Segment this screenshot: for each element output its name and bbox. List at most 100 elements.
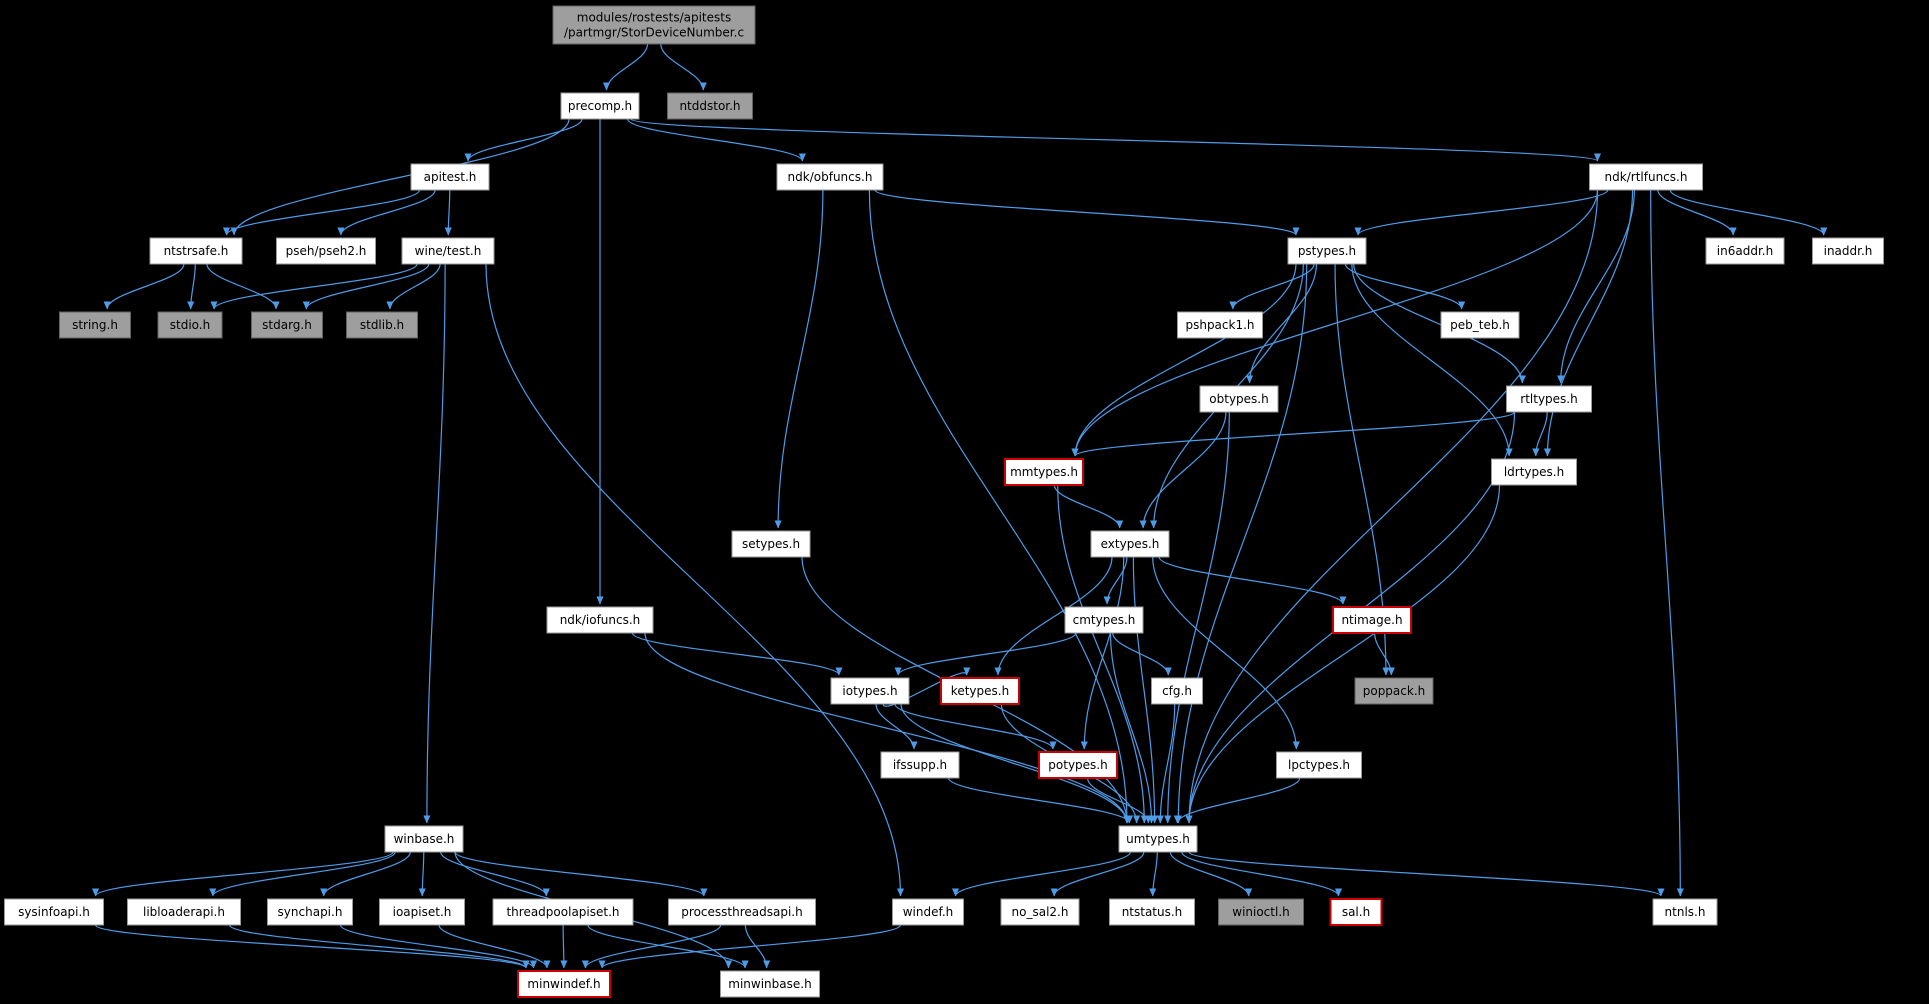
node-label: synchapi.h (278, 905, 343, 919)
node-label: apitest.h (424, 170, 477, 184)
edge-processthreadsapi_h--minwindef_h (581, 924, 722, 969)
node-label: no_sal2.h (1012, 905, 1069, 919)
edge-wine_test_h--stdlib_h (386, 263, 441, 310)
node-stdlib_h[interactable]: stdlib.h (346, 311, 418, 339)
node-root[interactable]: modules/rostests/apitests/partmgr/StorDe… (552, 5, 756, 45)
node-winioctl_h[interactable]: winioctl.h (1218, 898, 1304, 926)
node-cfg_h[interactable]: cfg.h (1151, 677, 1203, 705)
node-box (1589, 163, 1703, 191)
node-box (1064, 606, 1144, 634)
node-ldrtypes_h[interactable]: ldrtypes.h (1491, 458, 1577, 486)
node-label: wine/test.h (415, 244, 482, 258)
node-label: ioapiset.h (393, 905, 452, 919)
node-pseh_pseh2_h[interactable]: pseh/pseh2.h (276, 237, 376, 265)
node-lpctypes_h[interactable]: lpctypes.h (1276, 751, 1362, 779)
node-ntddstor_h[interactable]: ntddstor.h (667, 92, 753, 120)
node-label: winioctl.h (1232, 905, 1290, 919)
node-windef_h[interactable]: windef.h (892, 898, 964, 926)
node-stdarg_h[interactable]: stdarg.h (251, 311, 323, 339)
node-ioapiset_h[interactable]: ioapiset.h (379, 898, 465, 926)
node-apitest_h[interactable]: apitest.h (410, 163, 490, 191)
node-in6addr_h[interactable]: in6addr.h (1705, 237, 1785, 265)
node-ketypes_h[interactable]: ketypes.h (940, 677, 1020, 705)
node-mmtypes_h[interactable]: mmtypes.h (1004, 458, 1084, 486)
node-ifssupp_h[interactable]: ifssupp.h (880, 751, 960, 779)
node-pshpack1_h[interactable]: pshpack1.h (1177, 311, 1263, 339)
node-box (552, 5, 756, 45)
node-precomp_h[interactable]: precomp.h (560, 92, 640, 120)
node-sal_h[interactable]: sal.h (1329, 898, 1383, 926)
node-libloaderapi_h[interactable]: libloaderapi.h (127, 898, 241, 926)
node-ntstatus_h[interactable]: ntstatus.h (1109, 898, 1195, 926)
node-winbase_h[interactable]: winbase.h (384, 825, 464, 853)
node-label: processthreadsapi.h (681, 905, 802, 919)
node-setypes_h[interactable]: setypes.h (731, 530, 811, 558)
node-ndk_iofuncs_h[interactable]: ndk/iofuncs.h (546, 606, 654, 634)
node-ntimage_h[interactable]: ntimage.h (1332, 606, 1412, 634)
node-threadpoolapiset_h[interactable]: threadpoolapiset.h (492, 898, 634, 926)
edge-ndk_rtlfuncs_h--ldrtypes_h (1543, 189, 1634, 457)
edge-mmtypes_h--umtypes_h (1057, 484, 1148, 824)
node-ntstrsafe_h[interactable]: ntstrsafe.h (149, 237, 243, 265)
node-potypes_h[interactable]: potypes.h (1038, 751, 1118, 779)
node-box (1276, 751, 1362, 779)
edge-iotypes_h--ifssupp_h (875, 703, 918, 750)
node-synchapi_h[interactable]: synchapi.h (267, 898, 353, 926)
node-label: stdlib.h (360, 318, 404, 332)
edge-iotypes_h--potypes_h (894, 703, 1057, 750)
edge-precomp_h--apitest_h (464, 118, 583, 162)
node-label: lpctypes.h (1288, 758, 1350, 772)
edge-pstypes_h--peb_teb_h (1344, 263, 1466, 310)
edge-umtypes_h--winioctl_h (1169, 851, 1253, 897)
edge-threadpoolapiset_h--minwindef_h (560, 924, 568, 969)
node-label: precomp.h (568, 99, 632, 113)
node-box (1491, 458, 1577, 486)
edge-sysinfoapi_h--minwindef_h (94, 924, 530, 969)
node-obtypes_h[interactable]: obtypes.h (1199, 385, 1279, 413)
edge-wine_test_h--stdarg_h (302, 263, 430, 310)
edge-obtypes_h--extypes_h (1139, 411, 1227, 529)
node-pstypes_h[interactable]: pstypes.h (1287, 237, 1367, 265)
node-label: peb_teb.h (1450, 318, 1510, 332)
node-ndk_rtlfuncs_h[interactable]: ndk/rtlfuncs.h (1589, 163, 1703, 191)
node-box (276, 237, 376, 265)
edge-extypes_h--umtypes_h (1132, 556, 1159, 824)
node-ndk_obfuncs_h[interactable]: ndk/obfuncs.h (776, 163, 884, 191)
node-peb_teb_h[interactable]: peb_teb.h (1440, 311, 1520, 339)
node-label: ntimage.h (1341, 613, 1402, 627)
node-box (384, 825, 464, 853)
node-poppack_h[interactable]: poppack.h (1354, 677, 1434, 705)
node-ntnls_h[interactable]: ntnls.h (1652, 898, 1718, 926)
node-minwinbase_h[interactable]: minwinbase.h (720, 970, 820, 998)
node-label: ntddstor.h (679, 99, 740, 113)
node-wine_test_h[interactable]: wine/test.h (401, 237, 495, 265)
node-box (830, 677, 910, 705)
edge-ndk_rtlfuncs_h--rtltypes_h (1557, 189, 1635, 384)
node-string_h[interactable]: string.h (59, 311, 131, 339)
node-label: ntstatus.h (1122, 905, 1183, 919)
node-no_sal2_h[interactable]: no_sal2.h (1000, 898, 1080, 926)
node-label: umtypes.h (1126, 832, 1190, 846)
node-inaddr_h[interactable]: inaddr.h (1812, 237, 1884, 265)
node-label: rtltypes.h (1520, 392, 1577, 406)
node-rtltypes_h[interactable]: rtltypes.h (1506, 385, 1592, 413)
edge-ndk_iofuncs_h--umtypes_h (644, 632, 1131, 824)
edge-rtltypes_h--ldrtypes_h (1532, 411, 1548, 457)
node-minwindef_h[interactable]: minwindef.h (517, 970, 611, 998)
edge-ndk_rtlfuncs_h--umtypes_h (1185, 189, 1599, 824)
edge-cfg_h--umtypes_h (1156, 703, 1176, 824)
edge-winbase_h--synchapi_h (320, 851, 411, 897)
node-sysinfoapi_h[interactable]: sysinfoapi.h (4, 898, 104, 926)
edge-root--ntddstor_h (660, 43, 707, 91)
node-label: setypes.h (742, 537, 800, 551)
node-stdio_h[interactable]: stdio.h (157, 311, 223, 339)
node-cmtypes_h[interactable]: cmtypes.h (1064, 606, 1144, 634)
node-extypes_h[interactable]: extypes.h (1090, 530, 1170, 558)
edge-ndk_iofuncs_h--iotypes_h (631, 632, 843, 676)
node-iotypes_h[interactable]: iotypes.h (830, 677, 910, 705)
node-processthreadsapi_h[interactable]: processthreadsapi.h (668, 898, 816, 926)
node-umtypes_h[interactable]: umtypes.h (1118, 825, 1198, 853)
node-label: sal.h (1342, 905, 1370, 919)
edge-wine_test_h--stdio_h (210, 263, 418, 310)
